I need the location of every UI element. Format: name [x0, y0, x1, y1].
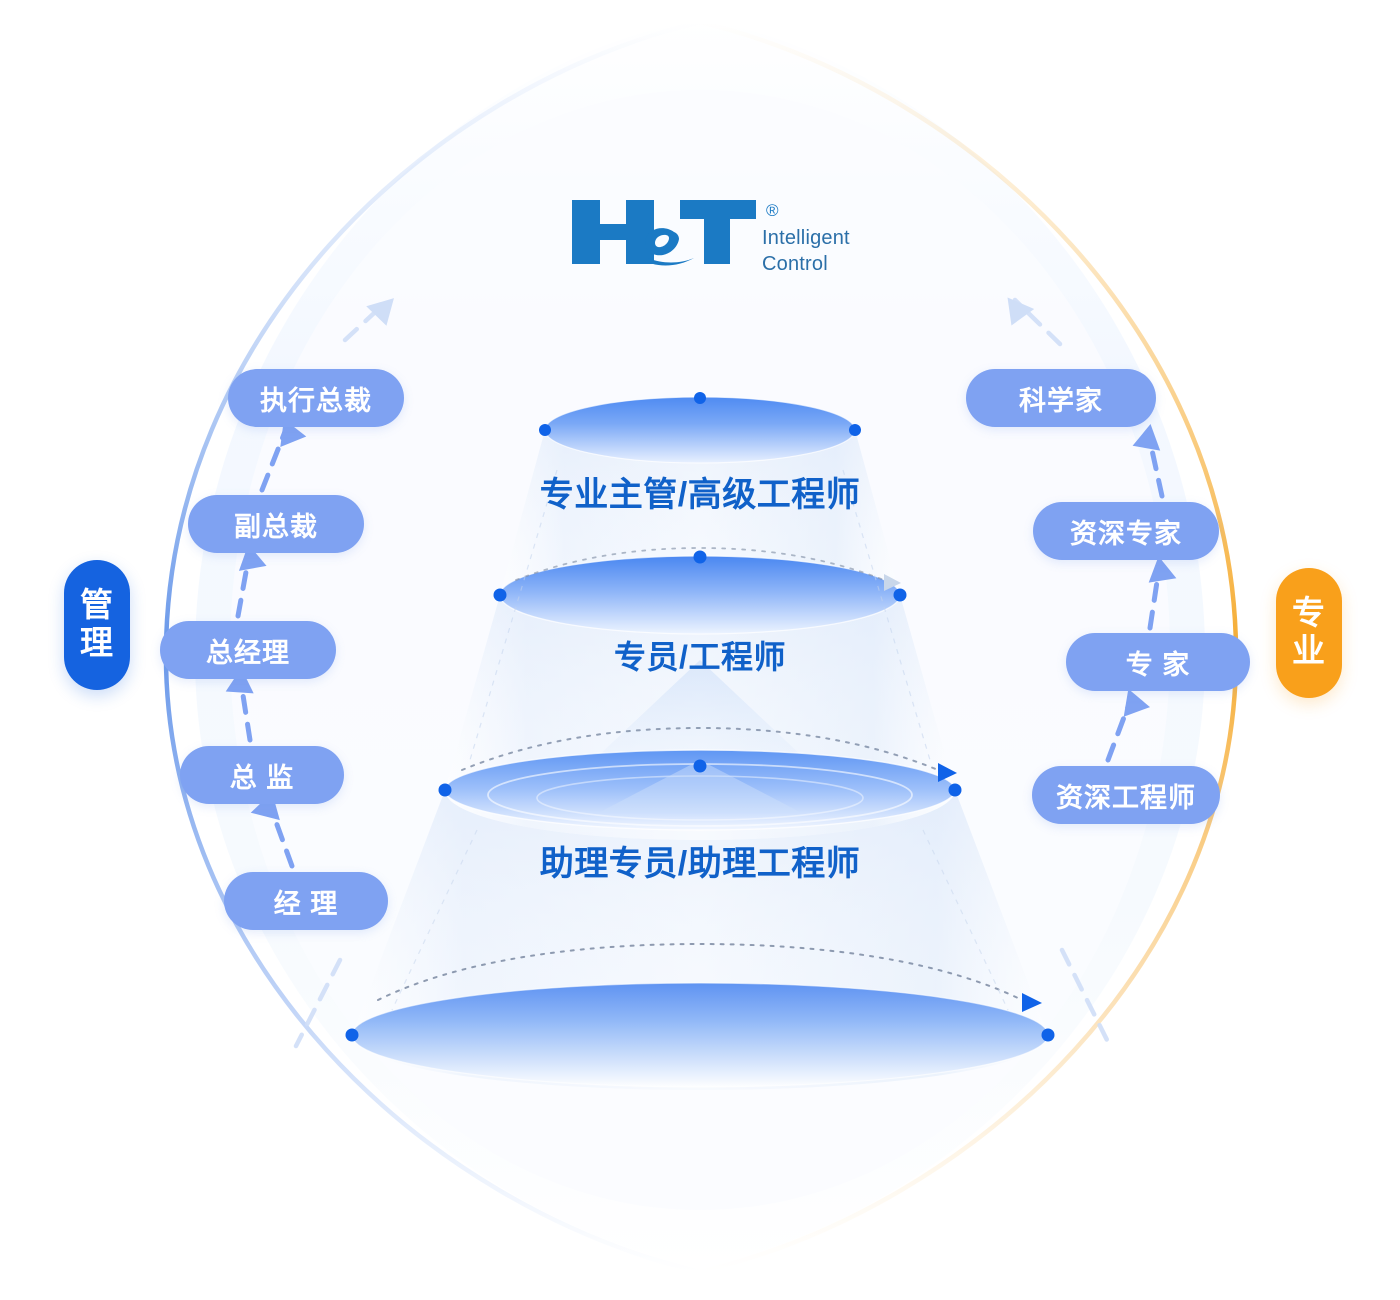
- arrow-senior-eng-to-expert: [1105, 693, 1135, 763]
- management-badge-char-2: 理: [80, 624, 114, 661]
- funnel-tier-3-label: 助理专员/助理工程师: [539, 845, 861, 883]
- funnel-tier-1-label: 专业主管/高级工程师: [539, 476, 861, 514]
- arrow-tail-bottom-left: [293, 957, 343, 1049]
- arrow-gm-to-vp: [235, 547, 253, 619]
- funnel-tier-2-disc: [500, 556, 900, 634]
- pill-expert[interactable]: 专 家: [1066, 633, 1250, 691]
- funnel-tier-1-disc: [545, 397, 855, 463]
- brand-logo: ® Intelligent Control: [570, 192, 890, 288]
- management-badge-char-1: 管: [80, 586, 114, 623]
- professional-badge-char-1: 专: [1292, 594, 1326, 631]
- pill-scientist[interactable]: 科学家: [966, 369, 1156, 427]
- pill-director[interactable]: 总 监: [180, 746, 344, 804]
- funnel-tier-2-label: 专员/工程师: [614, 639, 786, 675]
- funnel-tier-3-disc: [445, 750, 955, 830]
- arrow-expert-to-senior-expert: [1147, 559, 1163, 631]
- arrow-tail-top-right: [1012, 297, 1063, 347]
- het-logo-icon: [572, 200, 756, 266]
- arrow-director-to-gm: [237, 673, 253, 743]
- registered-trademark-icon: ®: [766, 201, 779, 220]
- pill-general-manager[interactable]: 总经理: [160, 621, 336, 679]
- arrow-tail-bottom-right: [1059, 947, 1111, 1045]
- professional-badge-char-2: 业: [1292, 632, 1326, 669]
- management-badge[interactable]: 管 理: [64, 560, 130, 690]
- pill-vice-president[interactable]: 副总裁: [188, 495, 364, 553]
- pill-manager[interactable]: 经 理: [224, 872, 388, 930]
- arrow-tail-top-left: [342, 299, 389, 343]
- pill-senior-engineer[interactable]: 资深工程师: [1032, 766, 1220, 824]
- pill-ceo[interactable]: 执行总裁: [228, 369, 404, 427]
- logo-tagline: Intelligent Control: [762, 227, 850, 275]
- professional-badge[interactable]: 专 业: [1276, 568, 1342, 698]
- pill-senior-expert[interactable]: 资深专家: [1033, 502, 1219, 560]
- funnel-base-disc: [352, 983, 1048, 1087]
